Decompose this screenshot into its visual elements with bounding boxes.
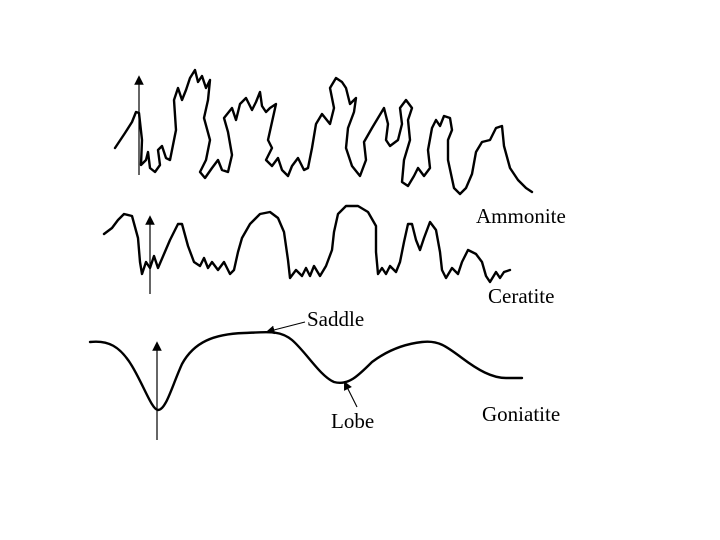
- ceratite-suture: [102, 204, 512, 294]
- ceratite-label: Ceratite: [488, 284, 555, 308]
- saddle-pointer: [265, 321, 306, 335]
- goniatite-suture: [88, 330, 524, 440]
- lobe-pointer: [344, 381, 358, 408]
- goniatite-label: Goniatite: [482, 402, 561, 426]
- ammonite-label: Ammonite: [476, 204, 566, 228]
- ammonite-suture: [113, 68, 534, 196]
- saddle-label: Saddle: [307, 307, 365, 331]
- lobe-label: Lobe: [331, 409, 375, 433]
